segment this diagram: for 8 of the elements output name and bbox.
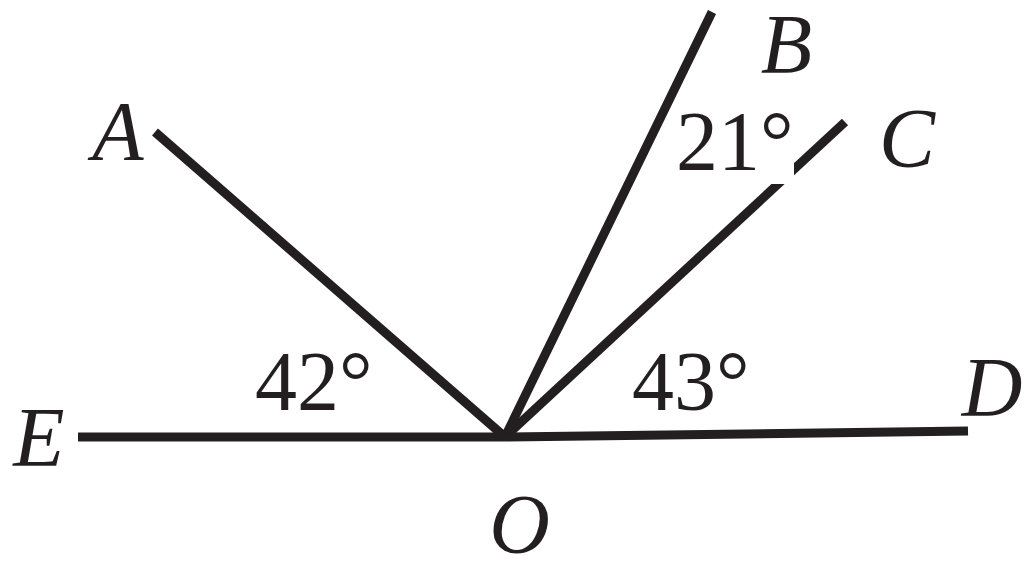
point-label: C [845, 96, 935, 182]
point-label: D [952, 345, 1032, 431]
ray-line [504, 426, 969, 442]
point-label: B [712, 2, 812, 88]
point-label: A [82, 92, 154, 172]
ray-line [78, 432, 505, 442]
point-label: E [0, 395, 78, 481]
point-label: O [470, 437, 550, 567]
